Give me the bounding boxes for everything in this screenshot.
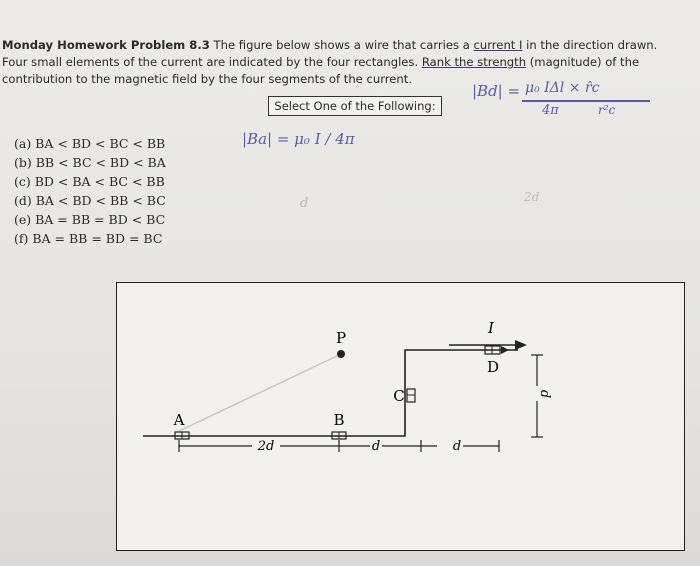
label-I: I (487, 319, 495, 337)
handwritten-formula-right-r2: r²c (598, 103, 616, 117)
statement-text: in the direction drawn. (526, 38, 658, 52)
wire-diagram: P A B C D I 2d d d d (143, 319, 552, 454)
select-label: Select One of the Following: (274, 99, 436, 113)
handwritten-formula-left: |Ba| = μ₀ I / 4π (242, 130, 355, 148)
label-D: D (487, 358, 499, 376)
option-e[interactable]: (e) BA = BB = BD < BC (14, 212, 166, 227)
label-B: B (333, 411, 344, 429)
pencil-line-A-to-P (178, 355, 338, 432)
handwritten-scribble-2d: 2d (524, 190, 540, 204)
select-dropdown[interactable]: Select One of the Following: (268, 96, 442, 116)
statement-text: The figure below shows a wire that carri… (213, 38, 470, 52)
statement-line-2: Four small elements of the current are i… (2, 54, 692, 71)
label-2d: 2d (257, 439, 275, 454)
wire-end-arrow-head (501, 346, 509, 354)
answer-options: (a) BA < BD < BC < BB (b) BB < BC < BD <… (14, 134, 166, 248)
label-d-vertical: d (537, 390, 552, 398)
label-d2: d (453, 439, 461, 454)
current-arrow-head (515, 340, 527, 350)
option-d[interactable]: (d) BA < BD < BB < BC (14, 193, 166, 208)
current-phrase: current I (473, 38, 523, 52)
option-c[interactable]: (c) BD < BA < BC < BB (14, 174, 165, 189)
option-b[interactable]: (b) BB < BC < BD < BA (14, 155, 166, 170)
problem-title: Monday Homework Problem 8.3 (2, 38, 210, 52)
statement-line-3: contribution to the magnetic field by th… (2, 72, 413, 86)
label-C: C (393, 387, 404, 405)
handwritten-scribble-d: d (300, 196, 309, 211)
rank-phrase: Rank the strength (421, 55, 527, 69)
point-P-dot (337, 350, 345, 358)
label-A: A (173, 411, 185, 429)
option-f[interactable]: (f) BA = BB = BD = BC (14, 231, 163, 246)
statement-text: Four small elements of the current are i… (2, 55, 419, 69)
label-P: P (336, 329, 346, 347)
label-d1: d (372, 439, 380, 454)
wire-figure: P A B C D I 2d d d d (116, 282, 685, 551)
problem-statement: Monday Homework Problem 8.3 The figure b… (2, 37, 692, 88)
statement-text: (magnitude) of the (529, 55, 640, 69)
option-a[interactable]: (a) BA < BD < BC < BB (14, 136, 166, 151)
handwritten-fraction-bar (522, 100, 650, 102)
statement-line-1: Monday Homework Problem 8.3 The figure b… (2, 37, 692, 54)
handwritten-formula-right-numerator: μ₀ IΔl × r̂c (525, 80, 600, 96)
handwritten-formula-right-denominator: 4π (542, 103, 559, 118)
handwritten-formula-right-lhs: |Bd| = (472, 82, 521, 100)
wire-path (143, 349, 518, 437)
